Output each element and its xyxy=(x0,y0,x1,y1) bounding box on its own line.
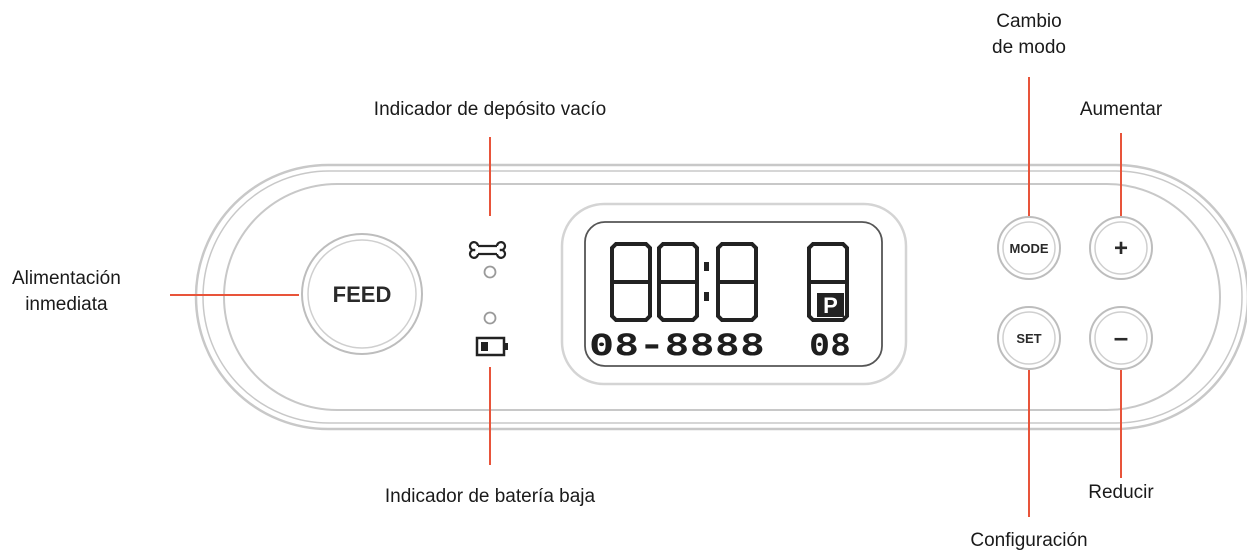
feed-callout-label: Alimentación inmediata xyxy=(12,266,121,318)
mode-callout-line2: de modo xyxy=(992,37,1066,58)
lcd-feed-count: 08 xyxy=(809,328,851,362)
set-button[interactable]: SET xyxy=(997,306,1061,370)
feed-callout-line2: inmediata xyxy=(25,294,108,315)
increase-callout-text: Aumentar xyxy=(1079,99,1163,120)
bone-icon xyxy=(468,241,507,259)
decrease-button-label: – xyxy=(1114,322,1128,352)
increase-callout-label: Aumentar xyxy=(1061,97,1181,123)
leader-lines xyxy=(170,77,1122,517)
mode-button[interactable]: MODE xyxy=(997,216,1061,280)
panel-body xyxy=(194,163,1247,431)
settings-callout-label: Configuración xyxy=(949,528,1109,554)
decrease-button[interactable]: – xyxy=(1089,306,1153,370)
empty-tank-callout-text: Indicador de depósito vacío xyxy=(373,99,607,120)
battery-low-icon xyxy=(475,336,508,357)
mode-callout-line1: Cambio xyxy=(996,11,1062,32)
lcd-date-time: 08-8888 xyxy=(589,328,765,362)
empty-tank-led xyxy=(483,265,497,279)
lcd-pm-indicator: P xyxy=(823,293,838,318)
feed-callout-line1: Alimentación xyxy=(12,268,121,289)
lcd-display: P 08-8888 08 xyxy=(560,202,908,386)
empty-tank-callout-label: Indicador de depósito vacío xyxy=(340,97,640,123)
lcd-colon-bottom xyxy=(704,292,709,301)
feed-button-label: FEED xyxy=(333,282,392,307)
low-battery-callout-text: Indicador de batería baja xyxy=(384,486,596,507)
mode-button-label: MODE xyxy=(1010,241,1049,256)
low-battery-led xyxy=(483,311,497,325)
feed-button[interactable]: FEED xyxy=(301,233,423,355)
lcd-main-digits xyxy=(610,242,849,322)
lcd-colon-top xyxy=(704,262,709,271)
mode-callout-label: Cambio de modo xyxy=(969,9,1089,61)
settings-callout-text: Configuración xyxy=(970,530,1088,551)
increase-button[interactable]: + xyxy=(1089,216,1153,280)
low-battery-callout-label: Indicador de batería baja xyxy=(355,484,625,510)
lcd-pm-box xyxy=(817,293,844,317)
decrease-callout-text: Reducir xyxy=(1088,482,1154,503)
decrease-callout-label: Reducir xyxy=(1061,480,1181,506)
increase-button-label: + xyxy=(1114,235,1128,262)
set-button-label: SET xyxy=(1016,331,1041,346)
